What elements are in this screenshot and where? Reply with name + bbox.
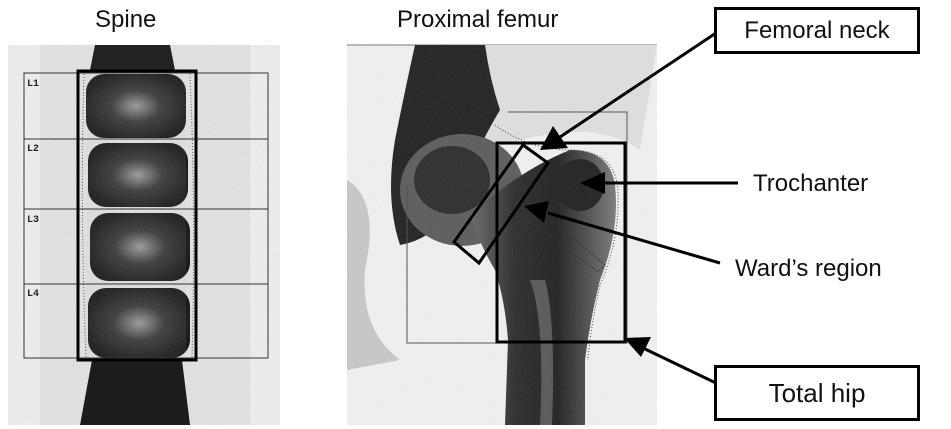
vertebrae bbox=[86, 74, 190, 358]
total-hip-label: Total hip bbox=[714, 365, 920, 421]
label-l4: L4 bbox=[27, 289, 39, 300]
label-l1: L1 bbox=[27, 79, 39, 90]
label-l2: L2 bbox=[27, 144, 39, 155]
spine-top-column bbox=[90, 45, 175, 70]
trochanter-label: Trochanter bbox=[753, 170, 868, 198]
spine-scan: L1 L2 L3 L4 bbox=[8, 45, 280, 425]
spine-bottom-column bbox=[80, 360, 190, 425]
wards-region-label: Ward’s region bbox=[735, 255, 882, 283]
label-l3: L3 bbox=[27, 215, 39, 226]
femoral-neck-label: Femoral neck bbox=[714, 7, 920, 54]
